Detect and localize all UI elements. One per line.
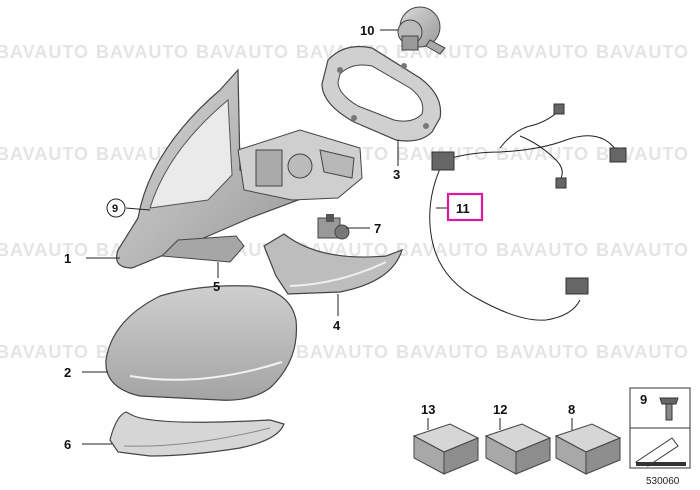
watermark-text: BAVAUTO xyxy=(96,42,189,62)
watermark-text: BAVAUTO xyxy=(496,240,589,260)
callout-5: 5 xyxy=(213,279,220,294)
watermark-text: BAVAUTO xyxy=(496,42,589,62)
legend-box: 9 xyxy=(629,387,691,469)
reference-number: 530060 xyxy=(646,476,680,487)
callout-6: 6 xyxy=(64,437,71,452)
callout-11: 11 xyxy=(456,201,470,216)
part-box-8 xyxy=(554,423,622,475)
callout-13: 13 xyxy=(421,402,435,417)
watermark-text: BAVAUTO xyxy=(0,240,89,260)
highlight-box-11 xyxy=(446,192,484,222)
legend-label: 9 xyxy=(640,392,647,407)
callout-2: 2 xyxy=(64,365,71,380)
callout-10: 10 xyxy=(360,23,374,38)
callout-7: 7 xyxy=(374,221,381,236)
callouts: 1 2 6 9 5 3 4 7 10 11 13 12 8 xyxy=(64,23,575,452)
watermark-text: BAVAUTO xyxy=(596,240,689,260)
callout-8: 8 xyxy=(568,402,575,417)
callout-9-circle xyxy=(106,198,126,218)
part-frame xyxy=(321,45,442,142)
part-5 xyxy=(160,235,245,263)
watermark-text: BAVAUTO xyxy=(196,42,289,62)
watermark-text: BAVAUTO xyxy=(496,342,589,362)
watermark-text: BAVAUTO xyxy=(0,42,89,62)
part-mirror-base xyxy=(116,68,300,269)
part-motor xyxy=(397,6,446,55)
watermark-text: BAVAUTO xyxy=(0,144,89,164)
watermark-text: BAVAUTO xyxy=(496,144,589,164)
callout-12: 12 xyxy=(493,402,507,417)
watermark-text: BAVAUTO xyxy=(596,42,689,62)
callout-4: 4 xyxy=(333,318,341,333)
watermark-text: BAVAUTO xyxy=(0,342,89,362)
leader-lines xyxy=(82,29,573,445)
watermark-text: BAVAUTO xyxy=(296,342,389,362)
part-7 xyxy=(317,214,350,240)
part-cover-cap xyxy=(105,285,298,401)
callout-9: 9 xyxy=(112,203,118,215)
tool-direction-icon xyxy=(634,437,686,467)
part-indicator xyxy=(109,411,285,457)
part-wiring-harness xyxy=(429,103,627,321)
part-box-12 xyxy=(484,423,552,475)
watermark-text: BAVAUTO xyxy=(396,240,489,260)
screw-icon xyxy=(659,397,679,421)
callout-3: 3 xyxy=(393,167,400,182)
part-mechanism xyxy=(237,129,363,201)
watermark-text: BAVAUTO xyxy=(396,342,489,362)
part-box-13 xyxy=(412,423,480,475)
callout-1: 1 xyxy=(64,251,71,266)
watermark-text: BAVAUTO xyxy=(596,342,689,362)
part-4 xyxy=(263,233,403,295)
